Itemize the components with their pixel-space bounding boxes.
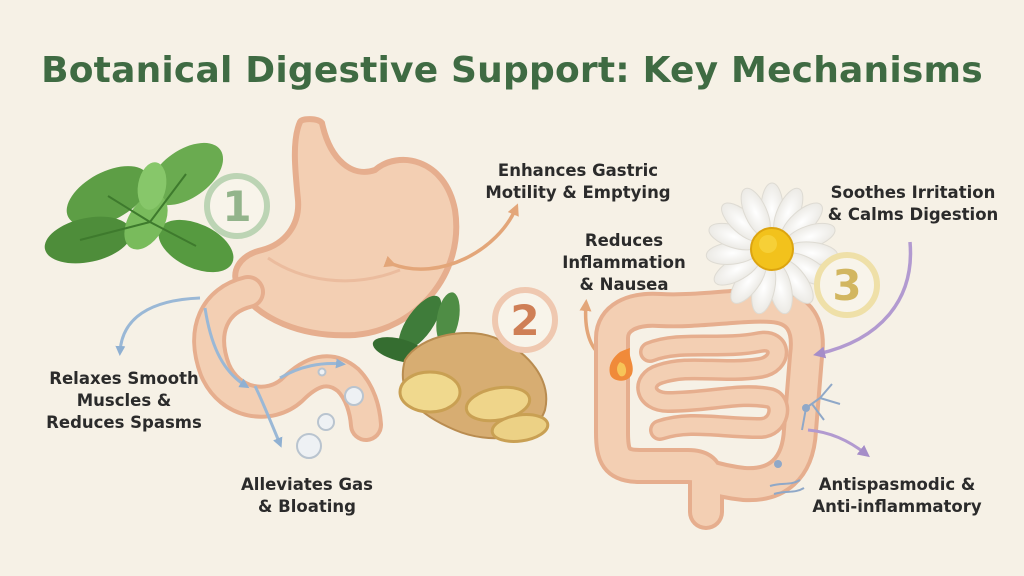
label-reduces-inflammation: Reduces Inflammation & Nausea <box>562 231 686 294</box>
step-badge-2: 2 <box>492 287 558 353</box>
blue-arrows <box>115 296 346 448</box>
flame-icon <box>609 348 633 381</box>
ginger-root-icon <box>372 292 550 443</box>
intestines-icon <box>594 287 825 530</box>
label-soothes-irritation: Soothes Irritation & Calms Digestion <box>827 183 999 224</box>
step-badge-3: 3 <box>814 252 880 318</box>
page-title: Botanical Digestive Support: Key Mechani… <box>41 50 983 91</box>
label-relaxes-smooth-muscles: Relaxes Smooth Muscles & Reduces Spasms <box>46 369 202 432</box>
label-antispasmodic: Antispasmodic & Anti-inflammatory <box>812 475 982 516</box>
nerve-icon <box>769 383 841 495</box>
label-gastric-motility: Enhances Gastric Motility & Emptying <box>485 161 671 202</box>
label-alleviates-gas: Alleviates Gas & Bloating <box>241 475 373 516</box>
step-badge-1: 1 <box>204 173 270 239</box>
antispasmodic-arrow <box>807 428 870 458</box>
soothe-arrow <box>813 241 913 359</box>
gas-bubbles-icon <box>296 367 364 459</box>
mint-leaves-icon <box>44 142 234 273</box>
motility-arrow <box>383 203 519 271</box>
